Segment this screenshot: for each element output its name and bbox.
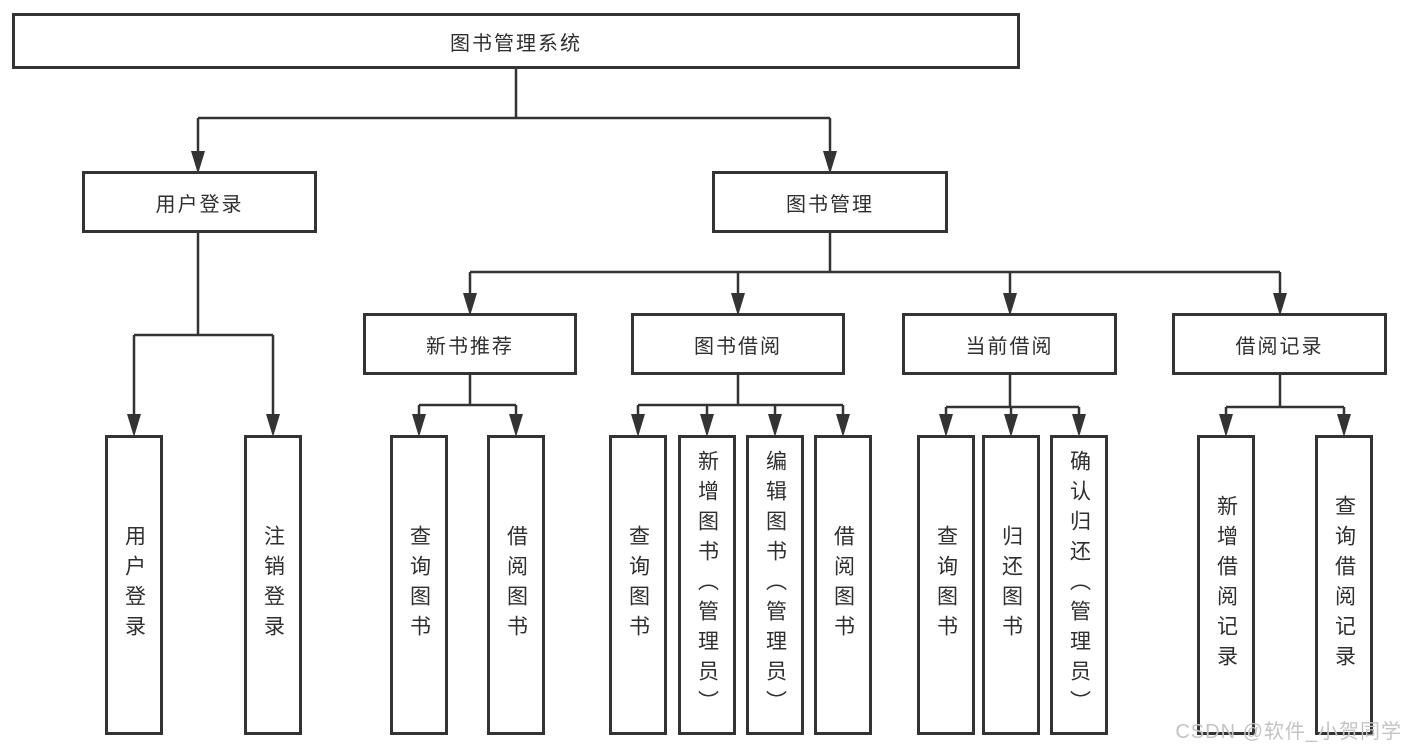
node-new-book-recommend: 新书推荐 <box>363 313 577 375</box>
node-leaf-query-book-recommend: 查询图书 <box>390 435 448 735</box>
node-leaf-edit-book-admin: 编辑图书（管理员） <box>746 435 804 735</box>
node-book-management: 图书管理 <box>712 171 948 233</box>
node-leaf-query-borrow-record: 查询借阅记录 <box>1315 435 1373 735</box>
node-leaf-add-borrow-record: 新增借阅记录 <box>1197 435 1255 735</box>
node-leaf-borrow-book-recommend: 借阅图书 <box>487 435 545 735</box>
node-leaf-borrow-book: 借阅图书 <box>814 435 872 735</box>
node-leaf-query-book-current: 查询图书 <box>917 435 975 735</box>
node-user-login: 用户登录 <box>82 171 317 233</box>
node-leaf-logout: 注销登录 <box>244 435 302 735</box>
node-leaf-user-login: 用户登录 <box>105 435 163 735</box>
node-leaf-return-book: 归还图书 <box>982 435 1040 735</box>
node-current-borrow: 当前借阅 <box>902 313 1117 375</box>
node-leaf-add-book-admin: 新增图书（管理员） <box>678 435 736 735</box>
node-root-system: 图书管理系统 <box>12 13 1020 69</box>
node-borrow-record: 借阅记录 <box>1172 313 1387 375</box>
node-leaf-query-book-borrow: 查询图书 <box>609 435 667 735</box>
node-book-borrow: 图书借阅 <box>631 313 845 375</box>
csdn-watermark: CSDN @软件_小贺同学 <box>1175 721 1402 743</box>
connector-lines <box>132 69 1346 418</box>
node-leaf-confirm-return-admin: 确认归还（管理员） <box>1050 435 1108 735</box>
connector-arrowheads <box>127 151 1351 437</box>
